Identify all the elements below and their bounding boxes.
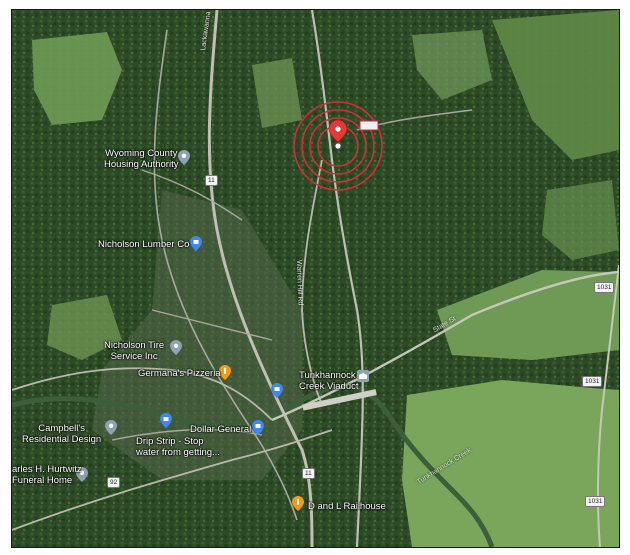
blue-shop-pin-icon[interactable] [271,383,283,398]
field-area [47,295,122,360]
label-wyoming-county-housing-authority[interactable]: Wyoming County Housing Authority [104,148,178,170]
label-nicholson-tire-service[interactable]: Nicholson Tire Service Inc [104,340,164,362]
restaurant-pin-icon[interactable] [292,496,304,511]
route-shield-11: 11 [205,175,218,186]
road-west [12,367,273,421]
road-warren-hill [301,159,323,406]
blue-shop-pin-icon[interactable] [252,420,264,435]
label-line: Residential Design [22,434,102,445]
gray-place-pin-icon[interactable] [170,340,182,355]
road-local [141,169,243,221]
road-local [151,309,273,341]
label-campbells-residential-design[interactable]: Campbell's Residential Design [22,423,101,445]
label-line: Creek Viaduct [299,381,359,392]
road-state-st [271,270,619,422]
label-line: arles H. Hurtwitz [12,464,82,475]
field-area [252,58,302,128]
viaduct-structure [302,389,377,411]
road-1031 [596,264,619,547]
route-shield-1031: 1031 [582,376,603,387]
field-area [492,10,619,160]
label-line: Housing Authority [104,159,179,170]
blue-shop-pin-icon[interactable] [160,413,172,428]
label-nicholson-lumber-co[interactable]: Nicholson Lumber Co [98,239,190,250]
road-lackawanna-trail [207,10,314,547]
target-rings [293,101,383,191]
location-pin-icon[interactable] [328,119,348,150]
gray-place-pin-icon[interactable] [105,420,117,435]
label-hurtwitz-funeral-home[interactable]: arles H. Hurtwitz Funeral Home [12,464,82,486]
label-line: Tunkhannock [299,370,356,381]
label-line: Service Inc [110,351,158,362]
gray-place-pin-icon[interactable] [76,467,88,482]
label-line: water from getting... [136,447,220,458]
road-local [111,428,263,441]
satellite-imagery[interactable] [12,10,619,547]
label-germanas-pizzeria[interactable]: Germana's Pizzeria [138,368,221,379]
field-area [402,380,619,547]
marker-tag [359,120,379,131]
route-shield-11: 11 [302,468,315,479]
label-line: Campbell's [38,423,85,434]
label-d-and-l-railhouse[interactable]: D and L Railhouse [308,501,386,512]
label-line: Wyoming County [105,148,178,159]
field-area [412,30,492,100]
road-railroad [310,10,364,547]
field-area [542,180,619,260]
label-line: Drip Strip - Stop [136,436,204,447]
label-drip-strip[interactable]: Drip Strip - Stop water from getting... [136,436,220,458]
field-area [32,32,122,125]
viaduct-landmark-icon[interactable] [357,370,369,382]
label-tunkhannock-creek-viaduct[interactable]: Tunkhannock Creek Viaduct [299,370,359,392]
map-view[interactable]: Wyoming County Housing Authority Nichols… [11,9,620,548]
creek [12,383,495,547]
label-line: Nicholson Tire [104,340,165,351]
road-southwest [12,429,333,531]
route-shield-92: 92 [107,477,121,488]
gray-place-pin-icon[interactable] [178,150,190,165]
route-shield-1031: 1031 [585,496,606,507]
road-secondary [153,29,298,521]
label-line: Funeral Home [12,475,73,486]
route-shield-1031: 1031 [594,282,615,293]
blue-shop-pin-icon[interactable] [190,236,202,251]
field-area [437,270,619,360]
restaurant-pin-icon[interactable] [219,365,231,380]
label-dollar-general[interactable]: Dollar General [190,424,252,435]
